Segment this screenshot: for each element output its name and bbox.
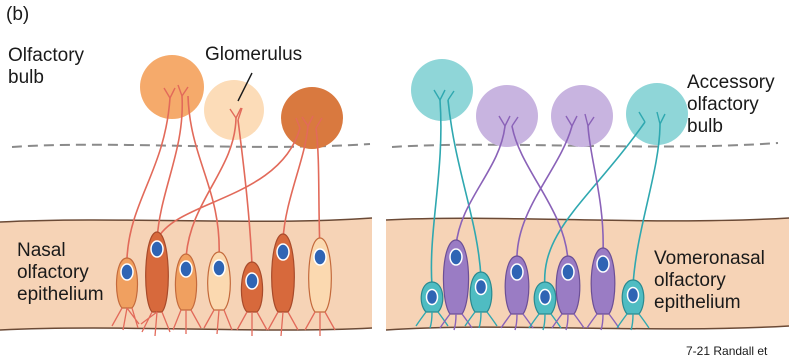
vomeronasal-label-line-1: Vomeronasal (654, 248, 765, 270)
panel-label: (b) (6, 4, 29, 26)
accessory-olfactory-bulb-label: Accessory olfactory bulb (687, 72, 775, 138)
glomerulus-lavender-2 (551, 85, 613, 147)
nasal-epithelium-label-line-1: Nasal (17, 240, 104, 262)
nasal-epithelium-label: Nasal olfactory epithelium (17, 240, 104, 306)
olfactory-bulb-label-line-2: bulb (8, 67, 84, 89)
vomeronasal-label-line-3: epithelium (654, 292, 765, 314)
nasal-epithelium-label-line-2: olfactory (17, 262, 104, 284)
accessory-bulb-label-line-3: bulb (687, 116, 775, 138)
glomerulus-label: Glomerulus (205, 44, 302, 66)
glomerulus-teal-1 (411, 59, 473, 121)
olfactory-bulb-label-line-1: Olfactory (8, 45, 84, 67)
olfactory-bulb-label: Olfactory bulb (8, 45, 84, 89)
accessory-bulb-label-line-2: olfactory (687, 94, 775, 116)
glomerulus-lavender-1 (476, 85, 538, 147)
vomeronasal-epithelium-label: Vomeronasal olfactory epithelium (654, 248, 765, 314)
figure-credit: 7-21 Randall et (686, 344, 767, 358)
glomerulus-orange (140, 55, 204, 119)
vomeronasal-label-line-2: olfactory (654, 270, 765, 292)
nasal-epithelium-label-line-3: epithelium (17, 284, 104, 306)
accessory-bulb-label-line-1: Accessory (687, 72, 775, 94)
